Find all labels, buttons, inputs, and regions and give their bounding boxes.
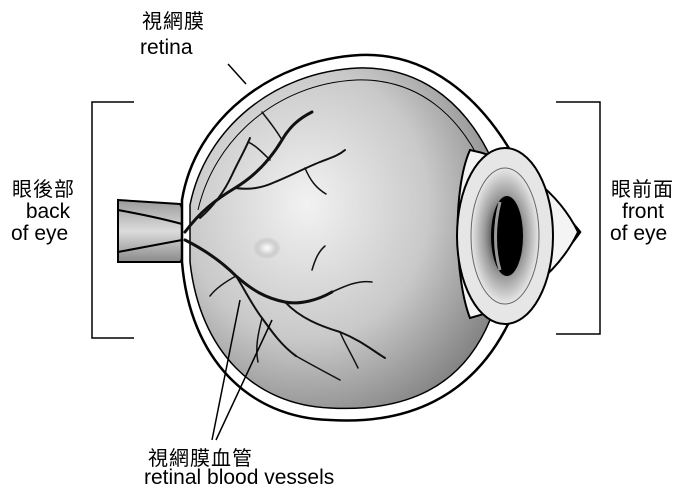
back-of-eye-label-zh: 眼後部 (12, 178, 75, 200)
iris (457, 148, 553, 324)
front-of-eye-label-zh: 眼前面 (611, 178, 674, 200)
retina-pointer (228, 64, 246, 84)
optic-nerve (118, 200, 185, 262)
retina-label-en: retina (140, 37, 193, 59)
front-of-eye-label-en-1: front (608, 201, 678, 223)
vessels-label-en: retinal blood vessels (144, 467, 334, 489)
front-of-eye-label-en-2: of eye (610, 223, 667, 245)
retina-label-zh: 視網膜 (142, 10, 205, 32)
back-of-eye-label-en-1: back (18, 201, 78, 223)
back-of-eye-label-en-2: of eye (11, 223, 68, 245)
macula (253, 237, 281, 259)
